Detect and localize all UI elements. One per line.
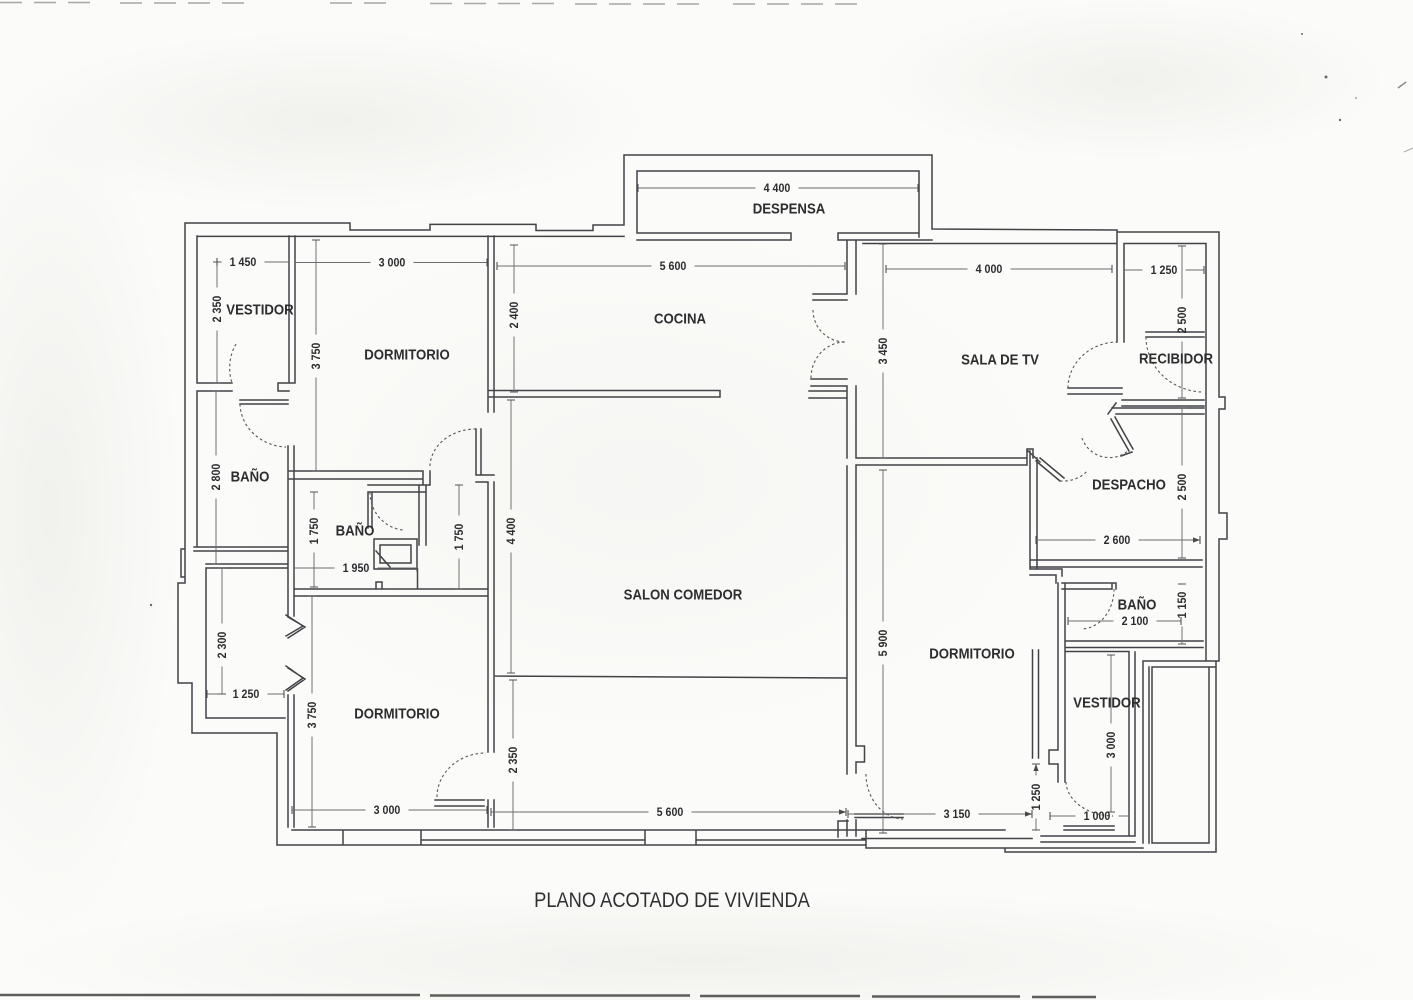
- svg-text:2 350: 2 350: [507, 747, 520, 774]
- svg-text:1 250: 1 250: [1030, 784, 1043, 811]
- svg-text:5 600: 5 600: [660, 260, 687, 273]
- svg-text:DESPACHO: DESPACHO: [1092, 476, 1166, 493]
- svg-text:BAÑO: BAÑO: [1118, 595, 1157, 613]
- svg-text:4 000: 4 000: [976, 263, 1003, 276]
- svg-text:2 600: 2 600: [1104, 534, 1131, 547]
- svg-text:SALA DE TV: SALA DE TV: [961, 351, 1039, 368]
- svg-text:3 450: 3 450: [877, 338, 890, 365]
- svg-text:2 400: 2 400: [508, 302, 521, 329]
- svg-text:VESTIDOR: VESTIDOR: [226, 301, 293, 318]
- svg-text:1 450: 1 450: [230, 256, 257, 269]
- svg-text:1 750: 1 750: [308, 518, 321, 545]
- svg-text:DORMITORIO: DORMITORIO: [929, 645, 1014, 662]
- svg-text:2 500: 2 500: [1176, 307, 1189, 334]
- svg-text:3 150: 3 150: [944, 808, 971, 821]
- svg-text:1 250: 1 250: [1151, 264, 1178, 277]
- svg-text:3 000: 3 000: [374, 804, 401, 817]
- svg-text:BAÑO: BAÑO: [231, 467, 270, 485]
- svg-text:1 000: 1 000: [1084, 810, 1111, 823]
- svg-text:PLANO ACOTADO DE VIVIENDA: PLANO ACOTADO DE VIVIENDA: [534, 889, 810, 912]
- svg-text:DESPENSA: DESPENSA: [753, 200, 826, 217]
- svg-text:2 350: 2 350: [211, 296, 224, 323]
- svg-text:COCINA: COCINA: [654, 310, 706, 327]
- svg-text:4 400: 4 400: [764, 182, 791, 195]
- svg-text:BAÑO: BAÑO: [336, 521, 375, 539]
- svg-text:3 750: 3 750: [306, 702, 319, 729]
- svg-text:RECIBIDOR: RECIBIDOR: [1139, 350, 1213, 367]
- svg-text:5 600: 5 600: [657, 806, 684, 819]
- svg-text:1 150: 1 150: [1176, 592, 1189, 619]
- svg-text:1 250: 1 250: [233, 688, 260, 701]
- svg-text:SALON COMEDOR: SALON COMEDOR: [624, 586, 743, 603]
- svg-text:4 400: 4 400: [505, 518, 518, 545]
- svg-text:2 300: 2 300: [216, 632, 229, 659]
- svg-text:2 500: 2 500: [1176, 474, 1189, 501]
- svg-text:DORMITORIO: DORMITORIO: [354, 705, 439, 722]
- svg-text:3 750: 3 750: [310, 343, 323, 370]
- svg-text:1 950: 1 950: [343, 562, 370, 575]
- svg-text:DORMITORIO: DORMITORIO: [364, 346, 449, 363]
- svg-text:5 900: 5 900: [877, 630, 890, 657]
- svg-text:VESTIDOR: VESTIDOR: [1073, 694, 1140, 711]
- svg-text:3 000: 3 000: [1105, 732, 1118, 759]
- svg-text:2 800: 2 800: [210, 464, 223, 491]
- svg-text:1 750: 1 750: [453, 524, 466, 551]
- svg-text:3 000: 3 000: [379, 257, 406, 270]
- svg-text:2 100: 2 100: [1122, 615, 1149, 628]
